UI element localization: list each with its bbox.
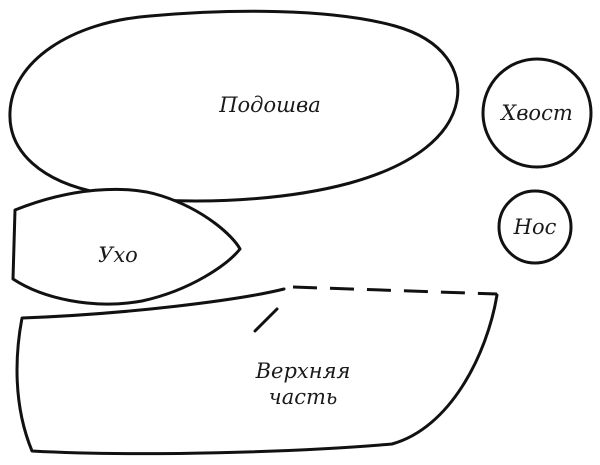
nose-label: Нос [513, 215, 557, 239]
upper-part-shape [15, 287, 499, 456]
tail-circle-shape [481, 57, 593, 169]
upper-part-label-line1: Верхняя [255, 359, 351, 383]
upper-part-dashed-line [292, 285, 498, 296]
nose-circle-shape [497, 189, 573, 265]
sole-label: Подошва [218, 93, 321, 117]
ear-shape [11, 187, 242, 306]
upper-part-notch-mark [253, 307, 279, 333]
ear-label: Ухо [98, 243, 138, 267]
upper-part-label-line2: часть [269, 385, 338, 409]
tail-label: Хвост [499, 101, 573, 125]
